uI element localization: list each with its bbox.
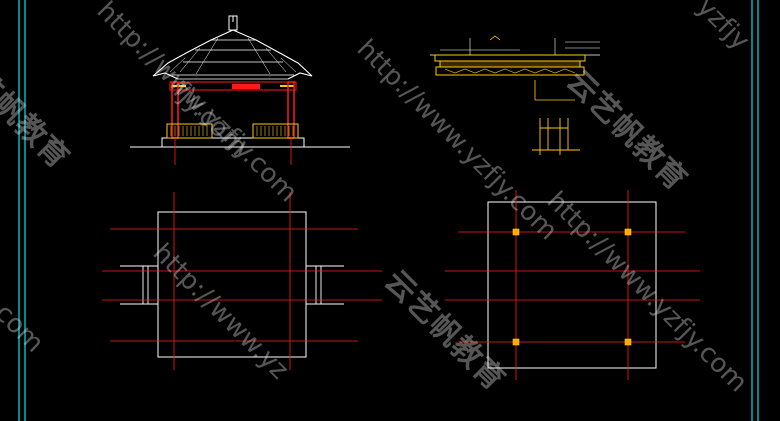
pavilion-elevation — [130, 15, 350, 165]
floor-plan-left — [102, 192, 382, 370]
floor-plan-right — [445, 190, 700, 380]
section-detail — [430, 35, 600, 155]
drawing-frame — [18, 0, 759, 421]
